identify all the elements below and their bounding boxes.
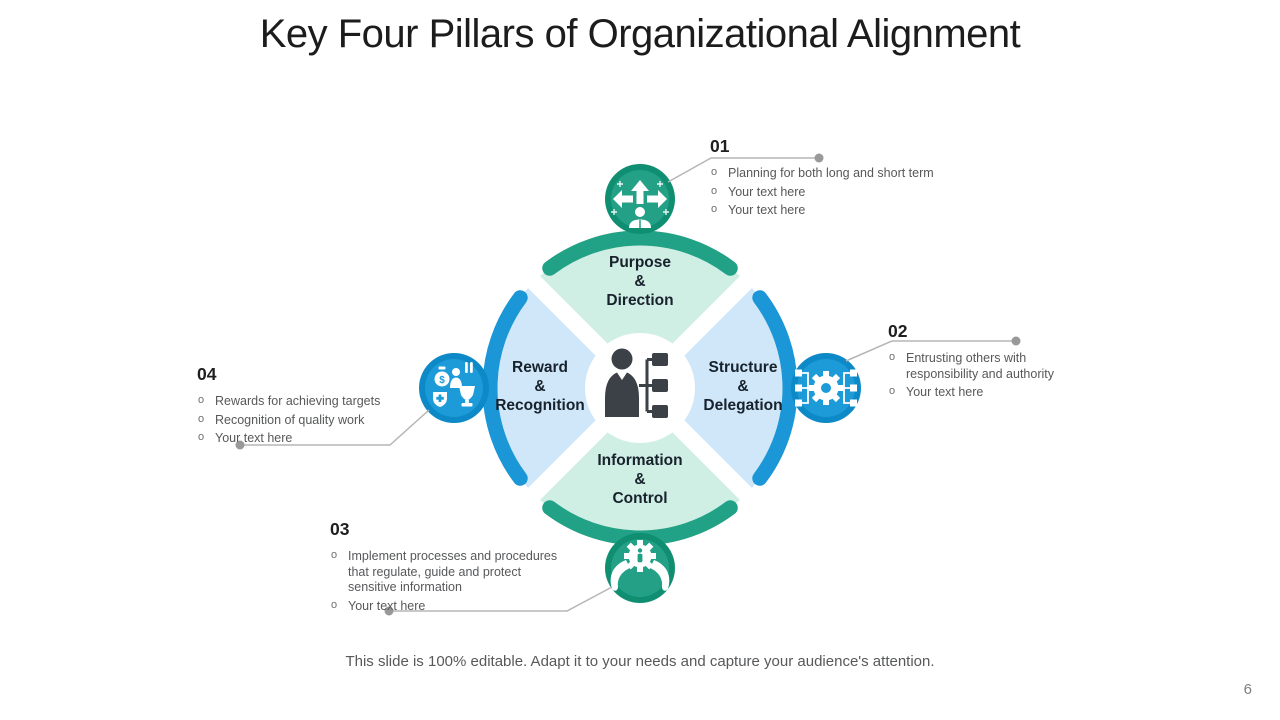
gear-network-icon <box>795 369 857 407</box>
quadrant-label-purpose-direction: Purpose & Direction <box>555 253 725 310</box>
quadrant-left-sector <box>489 281 640 495</box>
callout-02-list: Entrusting others with responsibility an… <box>888 350 1075 401</box>
direction-badge <box>605 164 675 234</box>
quadrant-label-line: & <box>534 378 546 395</box>
quadrant-label-line: & <box>737 378 749 395</box>
callout-bullet-item: Implement processes and procedures that … <box>330 548 570 596</box>
quadrant-bottom-sector <box>533 388 747 539</box>
callout-04-number: 04 <box>197 364 217 384</box>
svg-text:$: $ <box>439 375 445 386</box>
direction-arrows-person-icon <box>611 180 669 228</box>
callout-01-dot <box>814 153 824 163</box>
callout-bullet-item: Recognition of quality work <box>197 412 437 429</box>
callout-02-connector <box>845 340 1012 362</box>
callout-03: 03 Implement processes and procedures th… <box>330 519 570 617</box>
quadrant-label-line: Purpose <box>608 254 671 271</box>
person-org-chart-icon <box>605 348 668 418</box>
information-badge <box>605 533 675 603</box>
callout-02-dot <box>1011 336 1021 346</box>
quadrant-label-line: Recognition <box>495 397 585 414</box>
quadrant-sectors <box>489 237 791 539</box>
quadrant-label-line: Information <box>597 452 683 469</box>
arc-right <box>752 290 798 486</box>
callout-bullet-item: Planning for both long and short term <box>710 165 970 182</box>
page-number: 6 <box>1243 681 1252 698</box>
quadrant-label-structure-delegation: Structure & Delegation <box>658 358 828 415</box>
callout-bullet-item: Your text here <box>710 202 970 219</box>
quadrant-label-information-control: Information & Control <box>555 451 725 508</box>
callout-bullet-item: Your text here <box>888 384 1075 401</box>
arc-top <box>542 230 738 276</box>
quadrant-right-sector <box>640 281 791 495</box>
callout-bullet-item: Your text here <box>330 598 570 615</box>
page-title: Key Four Pillars of Organizational Align… <box>259 12 1021 56</box>
footer-note: This slide is 100% editable. Adapt it to… <box>345 653 935 670</box>
callout-03-number: 03 <box>330 519 350 539</box>
callout-02: 02 Entrusting others with responsibility… <box>888 321 1075 404</box>
callout-04: 04 Rewards for achieving targetsRecognit… <box>197 364 437 450</box>
callout-02-number: 02 <box>888 321 908 341</box>
callout-01-connector <box>667 157 815 183</box>
callout-bullet-item: Rewards for achieving targets <box>197 393 437 410</box>
quadrant-label-line: Control <box>612 490 668 507</box>
quadrant-top-sector <box>533 237 747 388</box>
quadrant-label-line: & <box>634 273 646 290</box>
callout-01-list: Planning for both long and short termYou… <box>710 165 970 219</box>
quadrant-label-reward-recognition: Reward & Recognition <box>455 358 625 415</box>
callout-bullet-item: Your text here <box>710 184 970 201</box>
hands-holding-info-gear-icon <box>610 540 670 591</box>
callout-03-list: Implement processes and procedures that … <box>330 548 570 615</box>
quadrant-label-line: Reward <box>512 359 568 376</box>
delegation-badge <box>791 353 861 423</box>
callout-01-number: 01 <box>710 136 730 156</box>
callout-bullet-item: Entrusting others with responsibility an… <box>888 350 1075 382</box>
quadrant-label-line: & <box>634 471 646 488</box>
callout-bullet-item: Your text here <box>197 430 437 447</box>
quadrant-label-line: Delegation <box>703 397 783 414</box>
quadrant-label-line: Structure <box>708 359 778 376</box>
callout-04-list: Rewards for achieving targetsRecognition… <box>197 393 437 447</box>
arc-left <box>482 290 528 486</box>
quadrant-label-line: Direction <box>606 292 674 309</box>
callout-01: 01 Planning for both long and short term… <box>710 136 970 222</box>
